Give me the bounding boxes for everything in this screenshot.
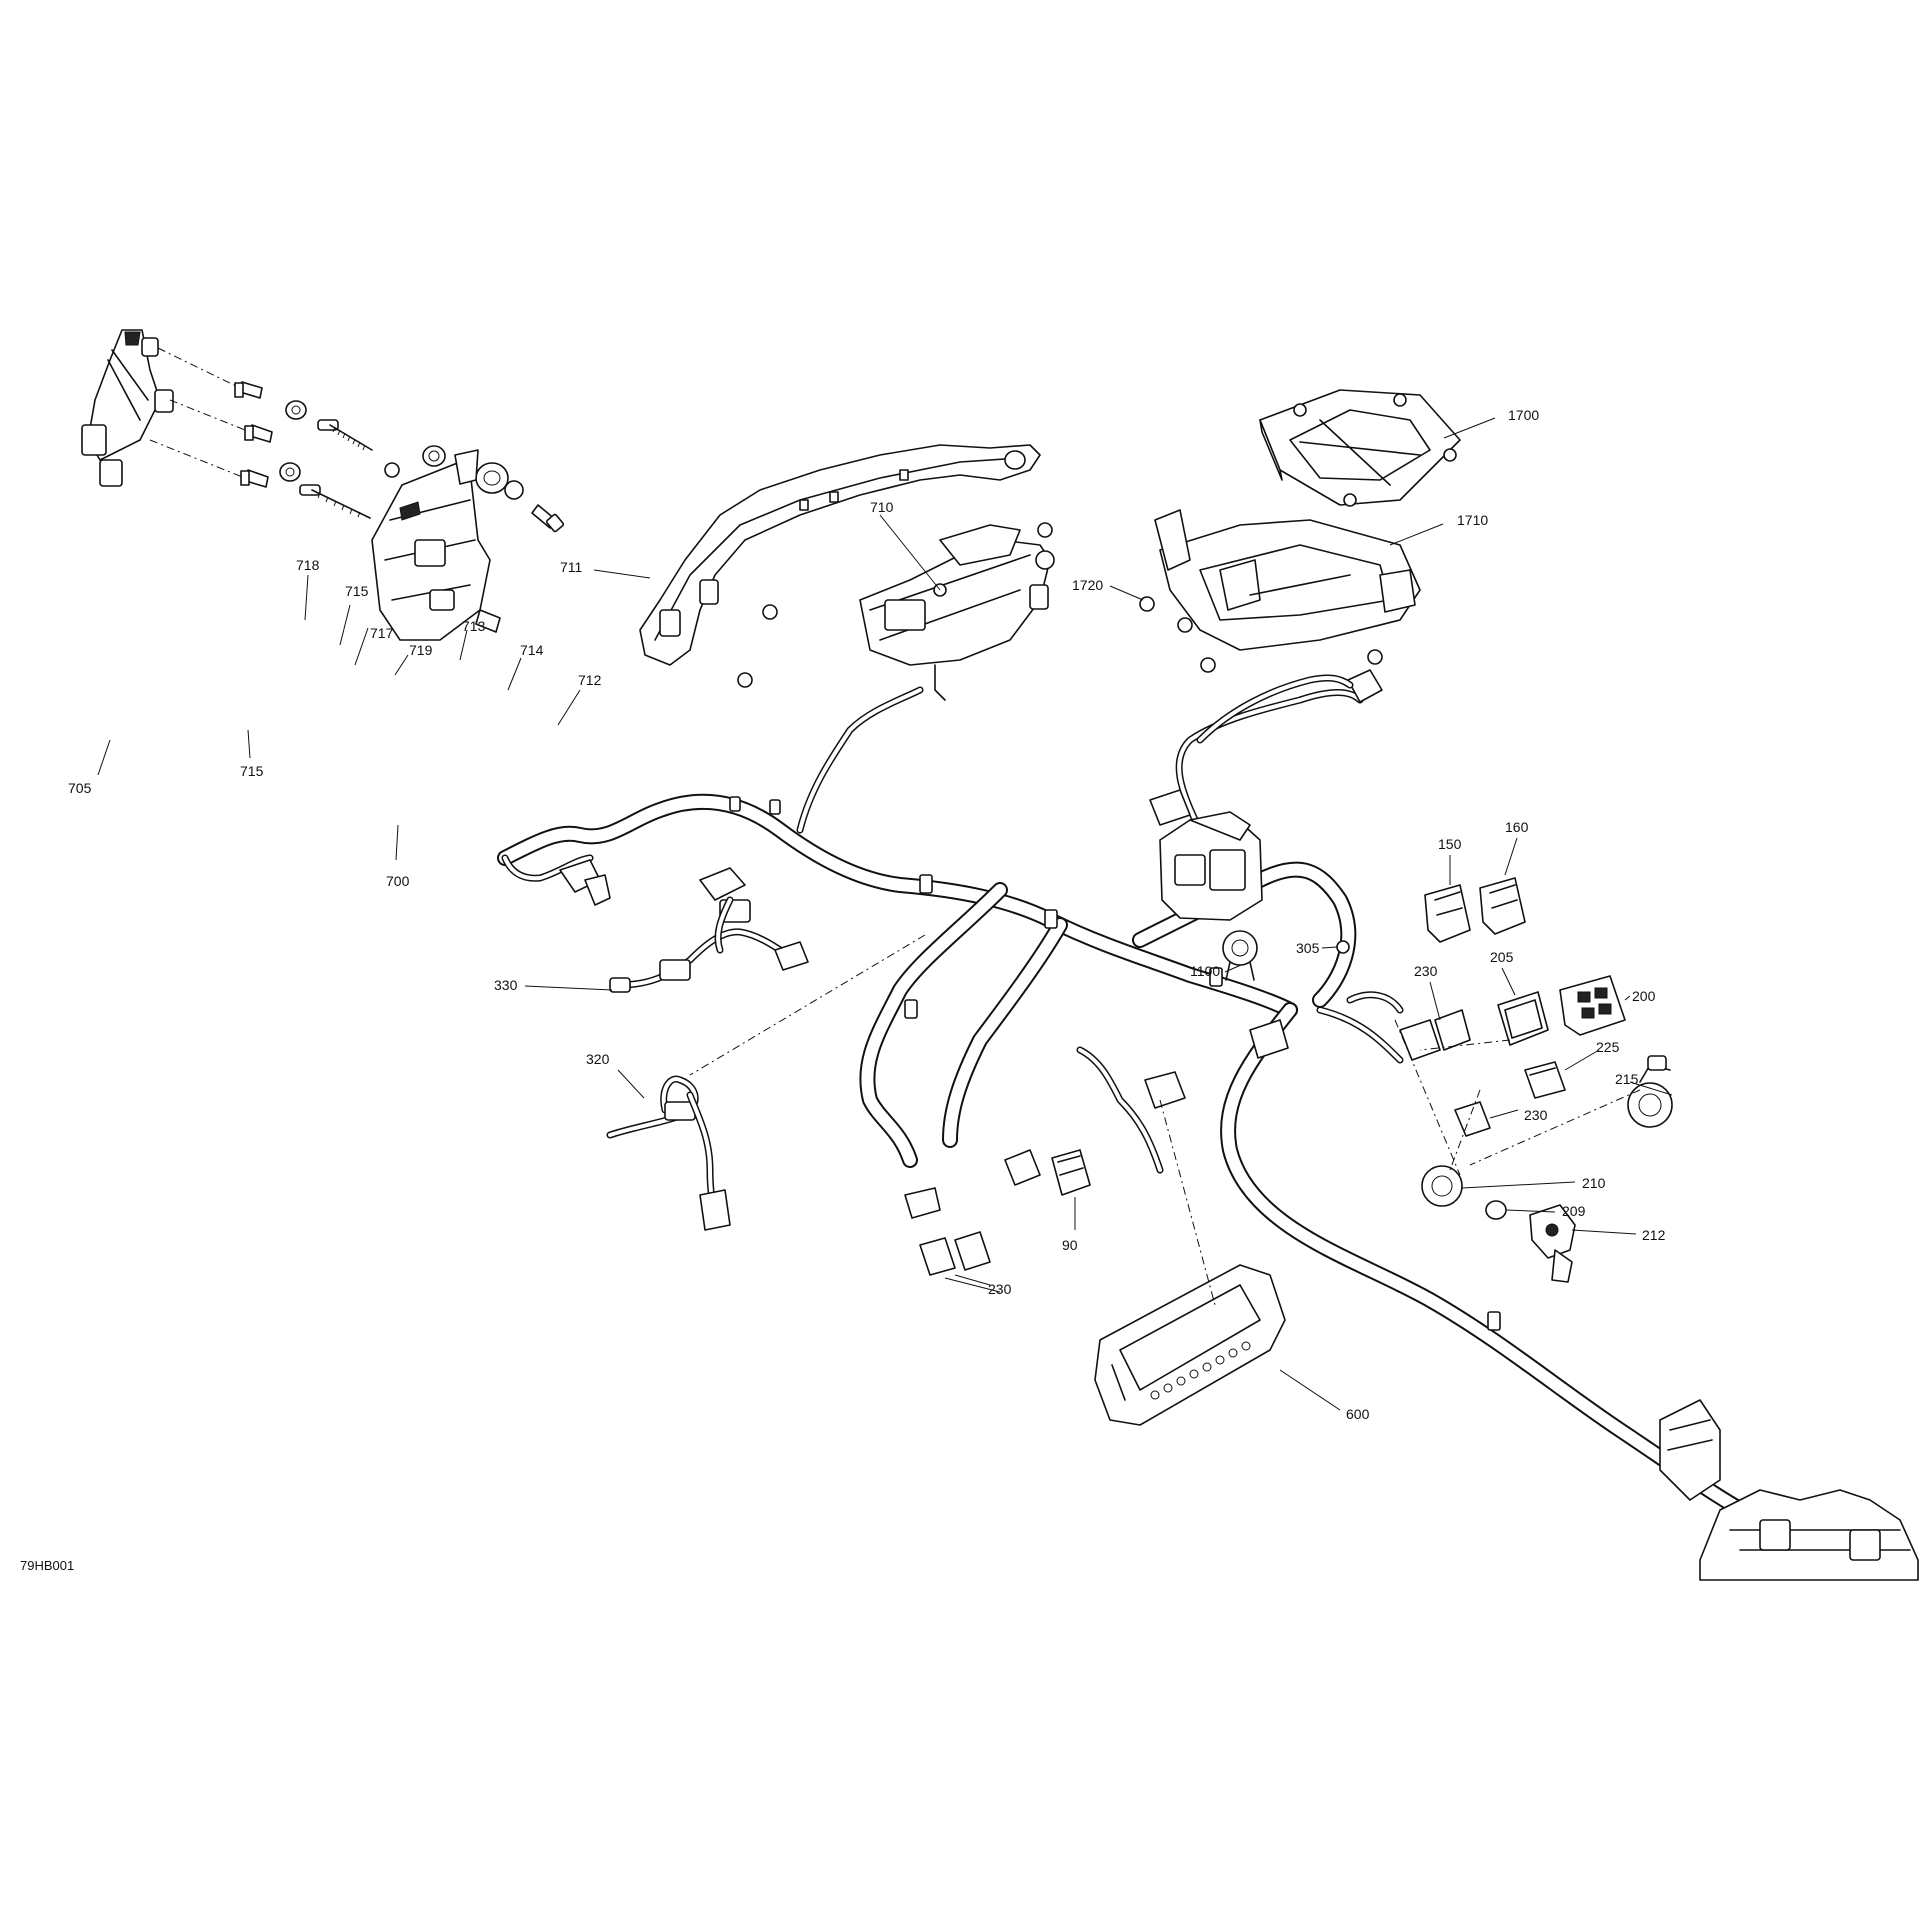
part-718-spacers <box>279 400 339 496</box>
callout-205: 205 <box>1490 949 1514 965</box>
callout-1720: 1720 <box>1072 577 1103 593</box>
part-712-bolt <box>531 504 565 533</box>
callout-1710: 1710 <box>1457 512 1488 528</box>
part-210-outlet <box>1421 1165 1463 1207</box>
part-320-sensor <box>606 1075 731 1231</box>
part-700-control-housing <box>371 449 501 641</box>
callout-1700: 1700 <box>1508 407 1539 423</box>
callout-230-upper: 230 <box>1414 963 1438 979</box>
callout-212: 212 <box>1642 1227 1666 1243</box>
part-160-switch <box>1479 877 1526 935</box>
callout-717: 717 <box>370 625 394 641</box>
part-90-switch <box>1051 1149 1091 1196</box>
part-713-bushing <box>422 445 446 467</box>
frame-assembly-lower-right <box>1659 1399 1919 1581</box>
part-209-nut <box>1485 1200 1507 1220</box>
callout-305: 305 <box>1296 940 1320 956</box>
callout-330: 330 <box>494 977 518 993</box>
callout-715-upper: 715 <box>345 583 369 599</box>
part-330-sensor-harness <box>609 867 809 993</box>
part-305-fastener <box>1336 940 1350 954</box>
part-fuse-box <box>1159 811 1263 921</box>
callout-230-right: 230 <box>1524 1107 1548 1123</box>
callout-320: 320 <box>586 1051 610 1067</box>
callout-711: 711 <box>560 559 583 575</box>
callout-150: 150 <box>1438 836 1462 852</box>
callout-715-lower: 715 <box>240 763 264 779</box>
callout-90: 90 <box>1062 1237 1078 1253</box>
callout-209: 209 <box>1562 1203 1586 1219</box>
loose-screws <box>737 522 1053 688</box>
callout-718: 718 <box>296 557 320 573</box>
assembly-lines <box>689 934 1641 1306</box>
part-230-switch-blanks-upper <box>1399 1009 1471 1061</box>
callout-230-lower: 230 <box>988 1281 1012 1297</box>
callout-710: 710 <box>870 499 894 515</box>
part-1100-power-socket <box>1222 930 1258 981</box>
callout-712: 712 <box>578 672 602 688</box>
callout-700: 700 <box>386 873 410 889</box>
connector-1710-harness <box>1196 669 1383 744</box>
callout-200: 200 <box>1632 988 1656 1004</box>
part-719-washer <box>384 462 400 478</box>
callout-600: 600 <box>1346 1406 1370 1422</box>
part-1710-module-tray <box>1154 509 1421 651</box>
callout-160: 160 <box>1505 819 1529 835</box>
callout-705: 705 <box>68 780 92 796</box>
part-1720-screws <box>1139 596 1383 673</box>
figure-code: 79HB001 <box>20 1558 74 1573</box>
part-230-switch-blank-right <box>1454 1101 1491 1137</box>
part-150-switch <box>1424 884 1471 943</box>
part-711-dash-bracket <box>639 444 1041 666</box>
callout-714: 714 <box>520 642 544 658</box>
part-710-mount-bracket <box>859 524 1055 701</box>
branch-connectors <box>904 789 1289 1219</box>
part-1700-ecu-module <box>1259 389 1461 507</box>
callout-215: 215 <box>1615 1071 1639 1087</box>
left-harness-branch <box>501 854 611 906</box>
part-212-key-switch <box>1529 1204 1576 1283</box>
part-714-grommet <box>475 462 524 500</box>
callout-719: 719 <box>409 642 433 658</box>
part-715-bolts <box>234 381 273 488</box>
part-705-lamp-housing <box>81 329 174 487</box>
main-wiring-harness <box>497 686 1768 1528</box>
part-600-instrument-cluster <box>1094 1264 1286 1426</box>
part-230-switch-blanks-lower <box>919 1231 991 1276</box>
part-200-switch-pad <box>1559 975 1626 1036</box>
part-225-switch <box>1524 1061 1566 1099</box>
callout-225: 225 <box>1596 1039 1620 1055</box>
callout-1100: 1100 <box>1190 963 1220 979</box>
leader-lines <box>97 417 1673 1411</box>
callout-210: 210 <box>1582 1175 1606 1191</box>
part-205-bezel <box>1497 991 1549 1046</box>
callout-labels: 705 718 715 717 719 713 714 712 715 700 … <box>68 407 1666 1422</box>
callout-713: 713 <box>462 618 486 634</box>
part-215-usb-socket <box>1627 1055 1673 1128</box>
part-717-studs <box>311 424 373 519</box>
